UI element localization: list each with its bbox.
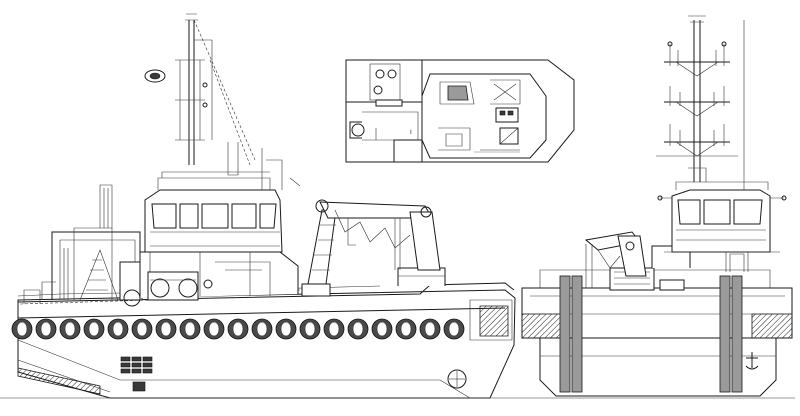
main-mast xyxy=(144,13,301,190)
front-hull xyxy=(520,275,795,399)
mast-yard-upper xyxy=(664,41,730,77)
plan-wheelhouse xyxy=(421,73,547,159)
plan-forward-room xyxy=(345,59,423,163)
push-knee-left-b xyxy=(571,275,583,393)
wheelhouse-windows xyxy=(151,203,277,229)
front-crane xyxy=(584,231,647,288)
push-knee-right-b xyxy=(731,275,743,393)
front-mast xyxy=(656,15,745,190)
towing-winch xyxy=(147,271,213,301)
plan-marker: I xyxy=(410,129,412,136)
plan-marker-label: I xyxy=(410,129,412,136)
hull-vents xyxy=(120,356,153,392)
anchor xyxy=(745,352,759,370)
deck-crane xyxy=(301,199,441,297)
front-wheelhouse-windows xyxy=(677,199,763,225)
propeller xyxy=(447,369,467,389)
deck-plan-view: I xyxy=(345,59,575,163)
front-superstructure xyxy=(651,181,787,268)
hull-profile xyxy=(0,289,520,399)
push-knee-left-a xyxy=(559,275,571,393)
superstructure xyxy=(139,171,299,301)
mast-light-fixture xyxy=(144,69,208,108)
front-view xyxy=(520,15,795,399)
side-profile-view xyxy=(0,13,520,399)
mast-yard-middle xyxy=(664,86,730,117)
push-knee-right-a xyxy=(719,275,731,393)
mast-yard-lower xyxy=(656,124,738,157)
tire-fenders xyxy=(11,318,465,340)
aft-deck-equipment xyxy=(19,184,151,307)
